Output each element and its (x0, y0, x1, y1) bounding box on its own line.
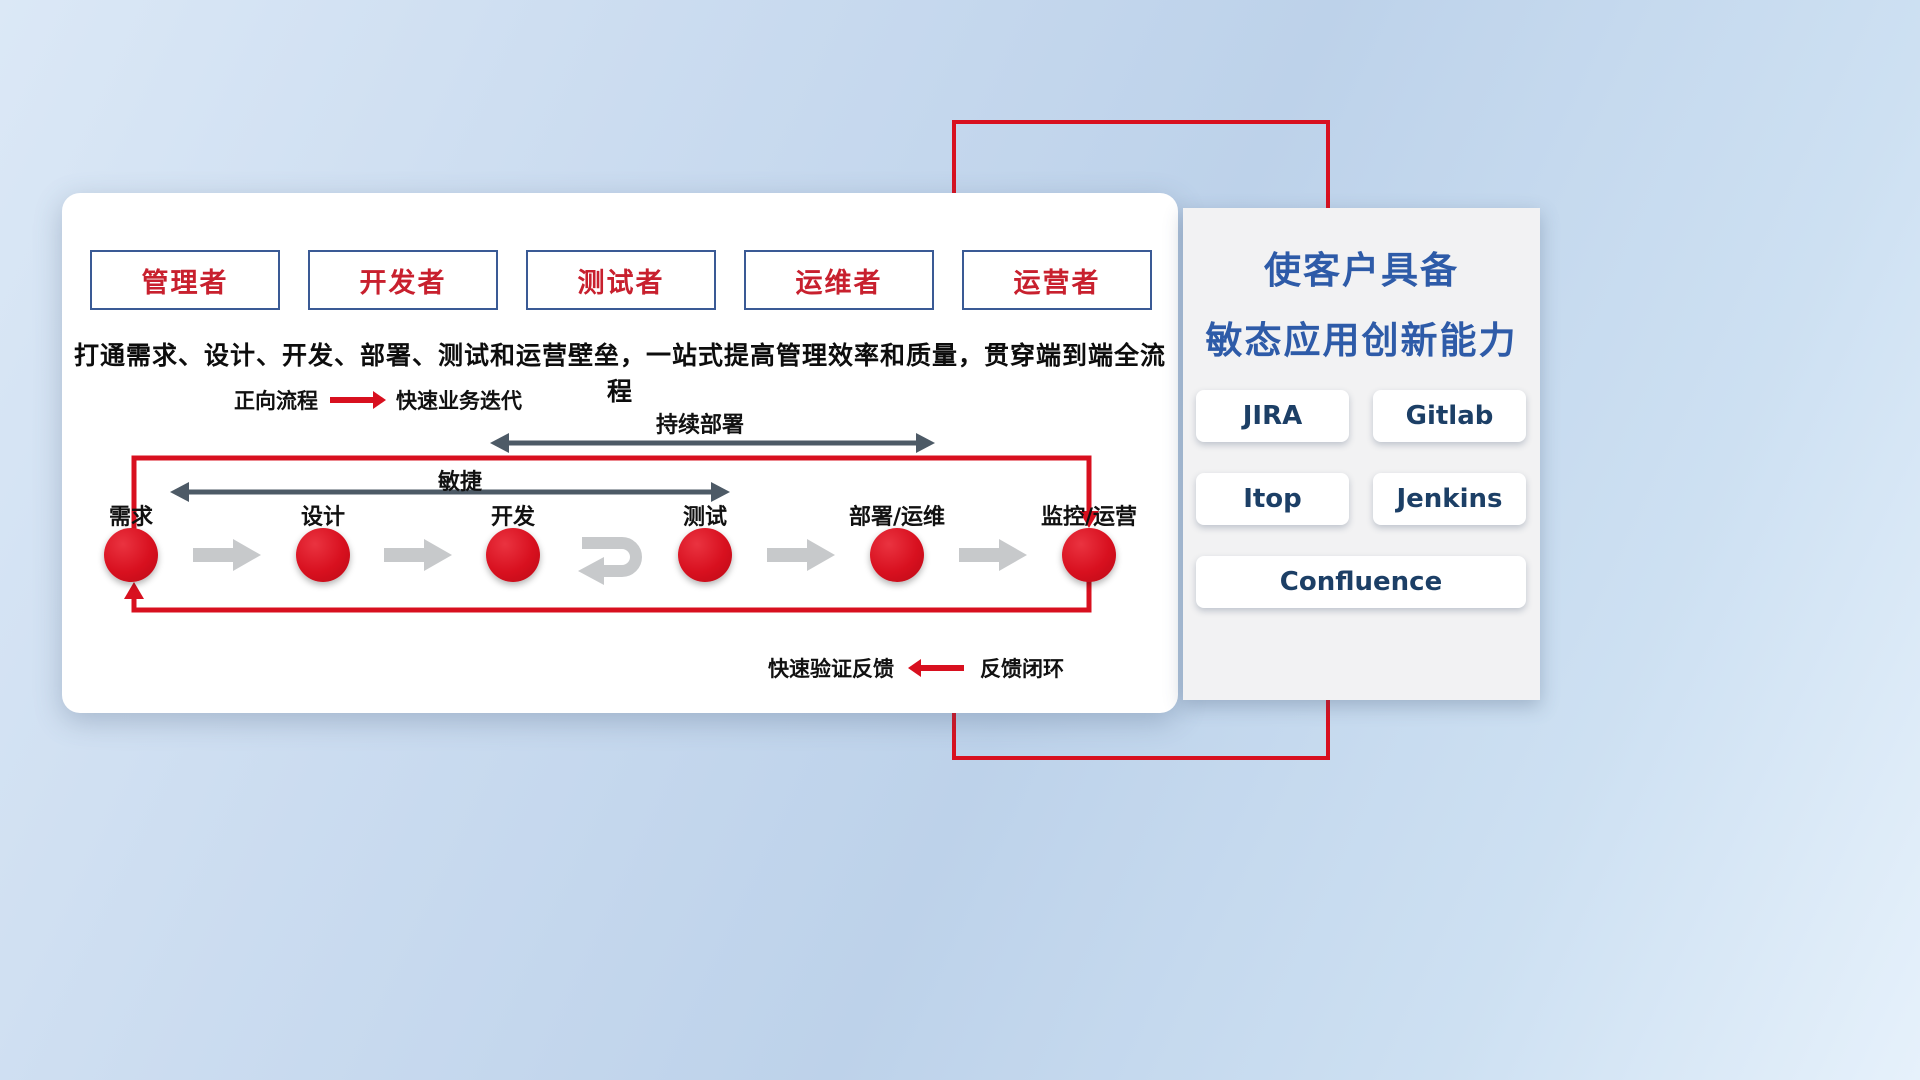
tool-chip-itop: Itop (1196, 473, 1349, 525)
step-arrow (959, 539, 1027, 571)
node-circle-requirements (104, 528, 158, 582)
role-label: 开发者 (359, 267, 447, 299)
role-label: 测试者 (577, 267, 665, 299)
node-circle-deploy-ops (870, 528, 924, 582)
tool-chip-jira: JIRA (1196, 390, 1349, 442)
tools-title-line1: 使客户具备 (1264, 249, 1459, 292)
step-arrow (193, 539, 261, 571)
step-arrow (384, 539, 452, 571)
tools-panel: 使客户具备 敏态应用创新能力 JIRA Gitlab Itop Jenkins … (1183, 208, 1540, 700)
devops-pipeline-panel: 管理者 开发者 测试者 运维者 运营者 打通需求、设计、开发、部署、测试和运营壁… (62, 193, 1178, 713)
tools-title-line2: 敏态应用创新能力 (1205, 319, 1518, 362)
forward-legend: 正向流程 快速业务迭代 (234, 385, 522, 415)
step-arrow (767, 539, 835, 571)
feedback-loop-line (124, 580, 1092, 613)
node-label-development: 开发 (490, 505, 535, 530)
node-label-deploy-ops: 部署/运维 (848, 505, 946, 530)
node-circle-testing (678, 528, 732, 582)
feedback-legend: 快速验证反馈 反馈闭环 (768, 653, 1064, 683)
continuous-deploy-label: 持续部署 (655, 413, 744, 438)
node-circle-monitor-ops (1062, 528, 1116, 582)
feedback-legend-desc: 快速验证反馈 (768, 657, 894, 681)
tools-grid: JIRA Gitlab Itop Jenkins Confluence (1196, 390, 1526, 608)
tool-chip-confluence: Confluence (1196, 556, 1526, 608)
feedback-arrow-icon (908, 659, 964, 677)
node-label-requirements: 需求 (108, 505, 153, 530)
forward-arrow-icon (330, 391, 386, 409)
agile-label: 敏捷 (437, 470, 482, 495)
feedback-legend-label: 反馈闭环 (980, 657, 1064, 681)
role-box-manager: 管理者 (90, 250, 280, 310)
role-box-operator: 运营者 (962, 250, 1152, 310)
iterate-icon (578, 537, 642, 585)
node-label-testing: 测试 (682, 505, 727, 530)
role-box-developer: 开发者 (308, 250, 498, 310)
role-box-ops: 运维者 (744, 250, 934, 310)
role-label: 运维者 (795, 267, 883, 299)
pipeline-description: 打通需求、设计、开发、部署、测试和运营壁垒，一站式提高管理效率和质量，贯穿端到端… (73, 341, 1166, 406)
node-circle-development (486, 528, 540, 582)
role-label: 运营者 (1013, 267, 1101, 299)
roles-row: 管理者 开发者 测试者 运维者 运营者 (90, 250, 1152, 310)
role-box-tester: 测试者 (526, 250, 716, 310)
tool-chip-jenkins: Jenkins (1373, 473, 1526, 525)
node-circle-design (296, 528, 350, 582)
tool-chip-gitlab: Gitlab (1373, 390, 1526, 442)
role-label: 管理者 (141, 267, 229, 299)
node-label-design: 设计 (300, 505, 345, 530)
node-label-monitor-ops: 监控/运营 (1040, 505, 1138, 530)
forward-legend-label: 正向流程 (234, 389, 318, 413)
forward-legend-desc: 快速业务迭代 (396, 389, 522, 413)
